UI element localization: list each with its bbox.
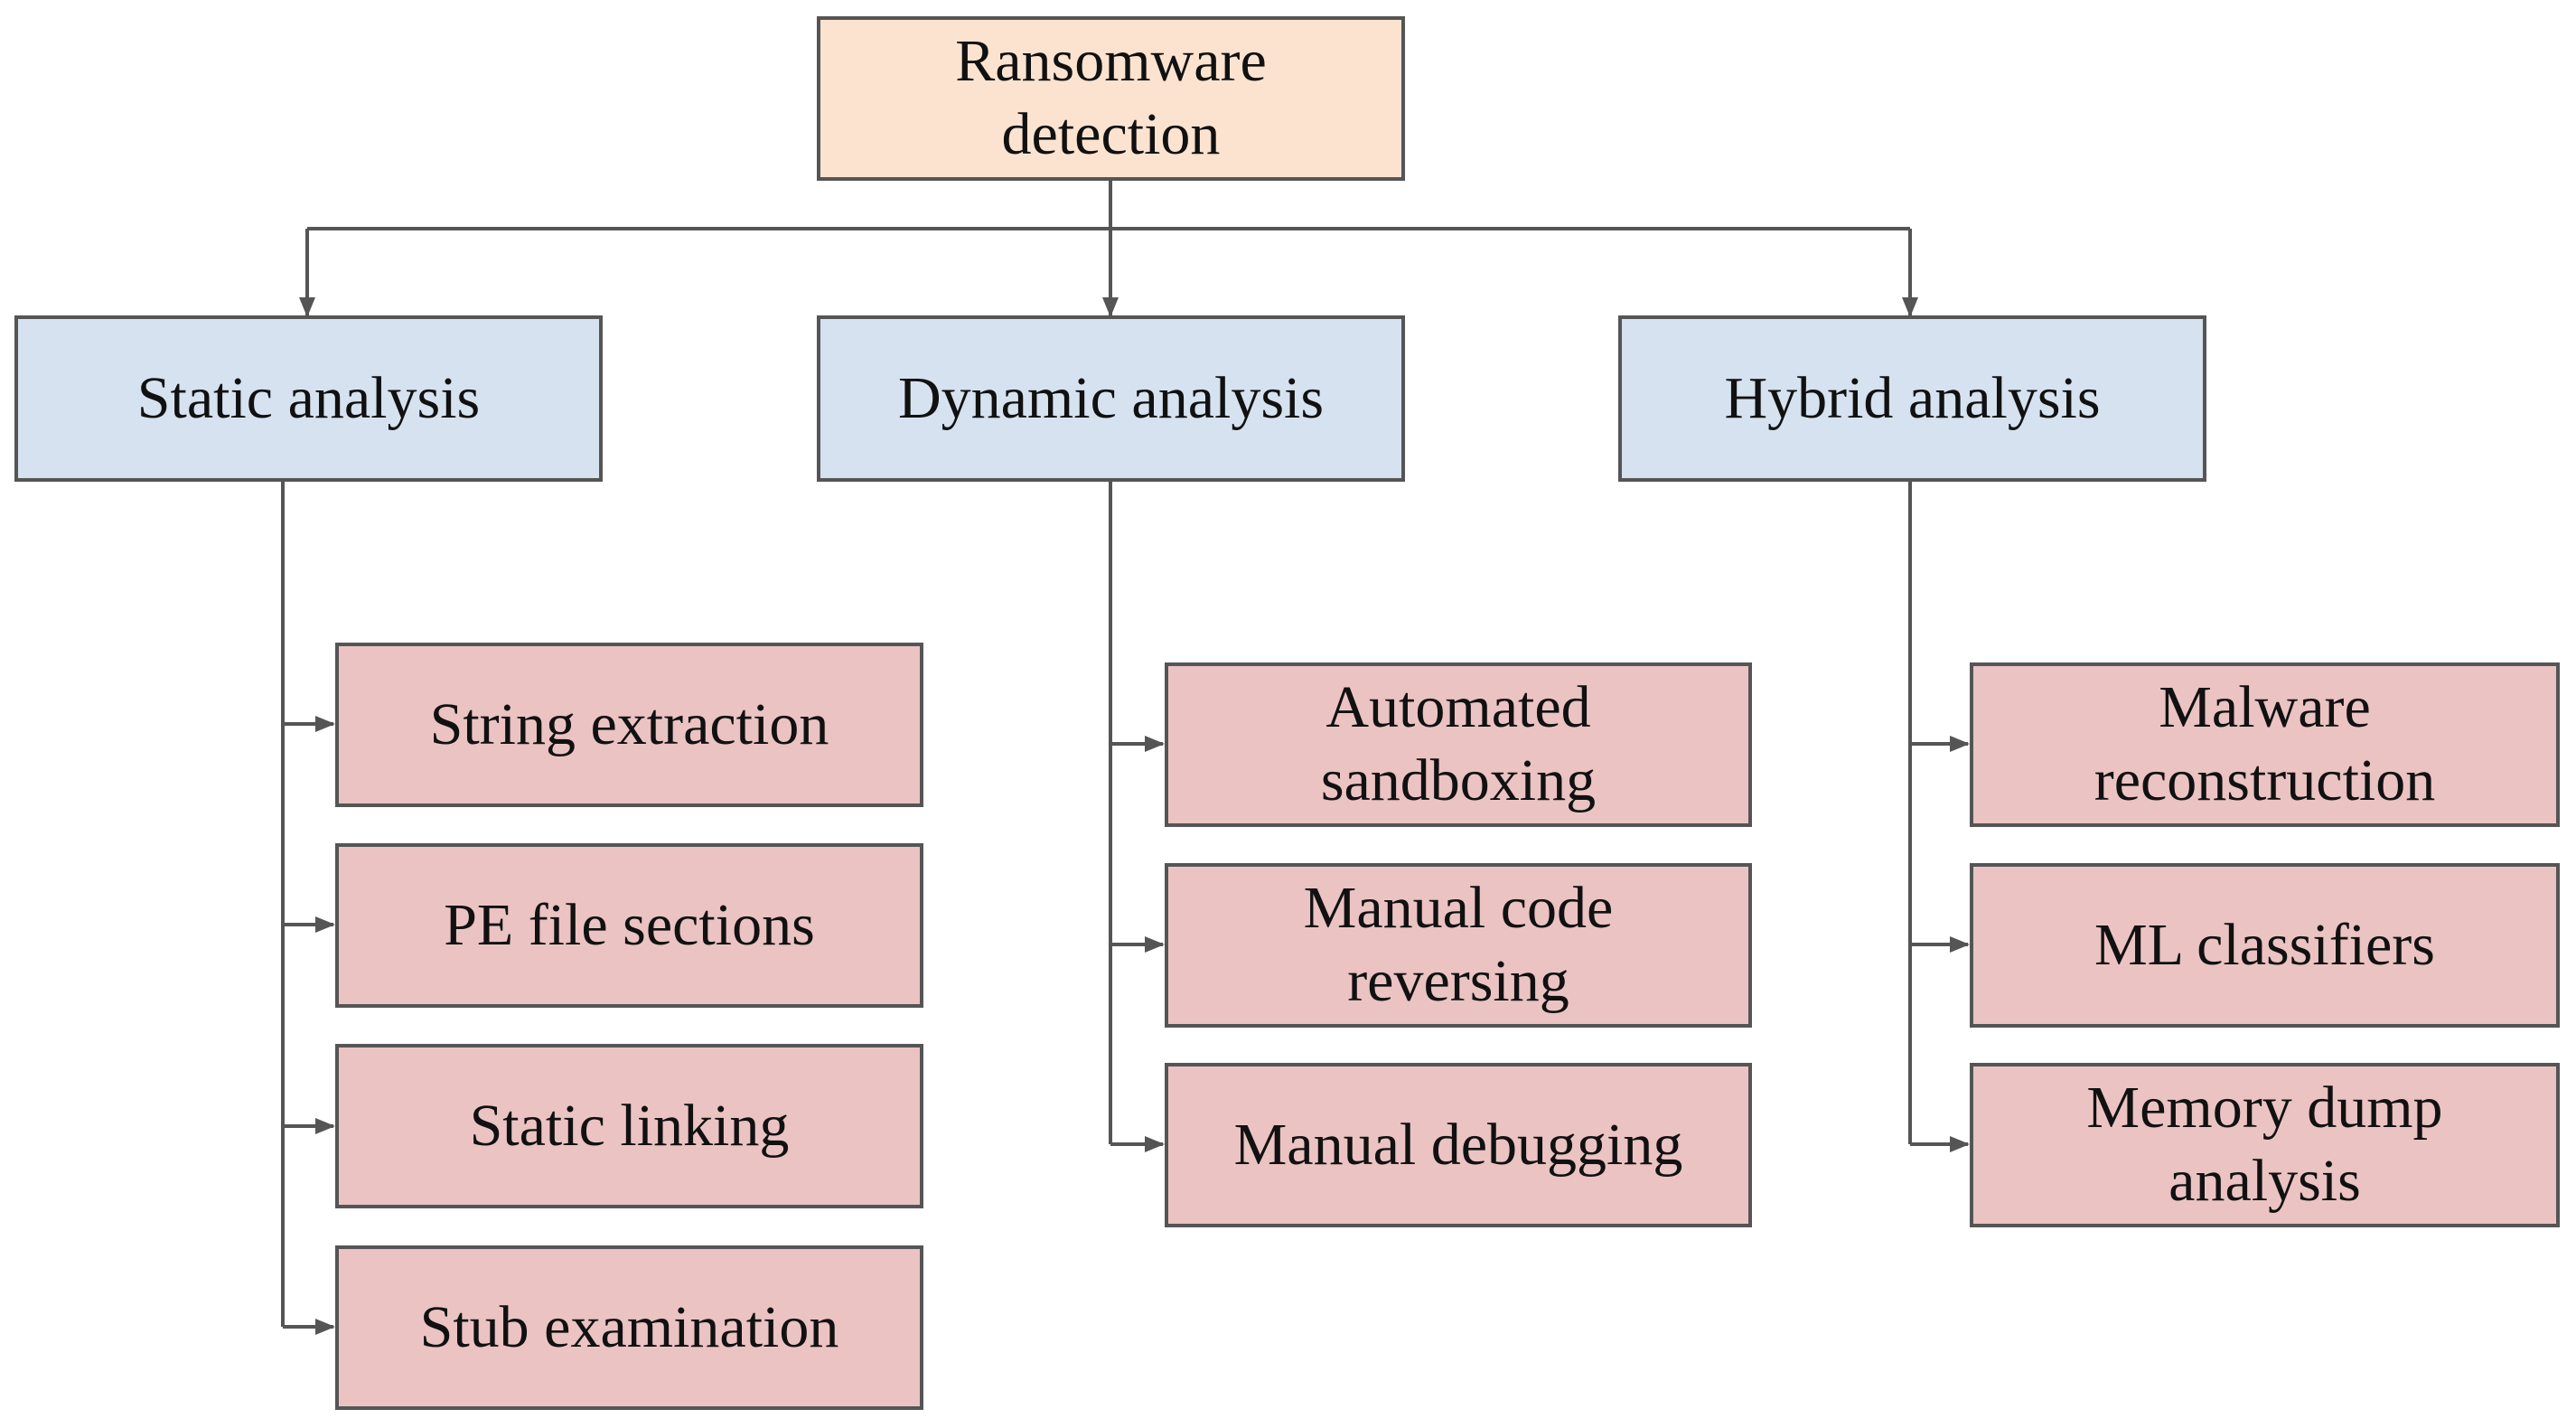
leaf-malware-reconstruction: Malware reconstruction bbox=[1970, 662, 2560, 827]
leaf-stub-examination: Stub examination bbox=[335, 1245, 923, 1410]
category-label: Static analysis bbox=[136, 364, 481, 431]
category-label: Dynamic analysis bbox=[897, 364, 1325, 431]
root-node: Ransomware detection bbox=[817, 16, 1405, 181]
leaf-label: Malware reconstruction bbox=[2094, 674, 2436, 813]
root-label: Ransomware detection bbox=[955, 28, 1267, 167]
leaf-label: Stub examination bbox=[419, 1293, 839, 1360]
leaf-manual-code-reversing: Manual code reversing bbox=[1165, 863, 1752, 1028]
leaf-memory-dump-analysis: Memory dump analysis bbox=[1970, 1063, 2560, 1227]
leaf-manual-debugging: Manual debugging bbox=[1165, 1063, 1752, 1227]
leaf-label: String extraction bbox=[429, 691, 829, 757]
category-label: Hybrid analysis bbox=[1724, 364, 2101, 431]
leaf-string-extraction: String extraction bbox=[335, 643, 923, 807]
leaf-ml-classifiers: ML classifiers bbox=[1970, 863, 2560, 1028]
category-static-analysis: Static analysis bbox=[14, 315, 603, 482]
leaf-pe-file-sections: PE file sections bbox=[335, 843, 923, 1008]
leaf-label: Manual code reversing bbox=[1303, 875, 1614, 1014]
leaf-label: Memory dump analysis bbox=[2086, 1075, 2443, 1214]
leaf-static-linking: Static linking bbox=[335, 1044, 923, 1208]
leaf-label: Static linking bbox=[469, 1092, 790, 1159]
leaf-automated-sandboxing: Automated sandboxing bbox=[1165, 662, 1752, 827]
leaf-label: PE file sections bbox=[444, 891, 815, 958]
leaf-label: Automated sandboxing bbox=[1320, 674, 1597, 813]
leaf-label: ML classifiers bbox=[2094, 911, 2435, 978]
category-dynamic-analysis: Dynamic analysis bbox=[817, 315, 1405, 482]
category-hybrid-analysis: Hybrid analysis bbox=[1618, 315, 2206, 482]
leaf-label: Manual debugging bbox=[1233, 1111, 1683, 1178]
